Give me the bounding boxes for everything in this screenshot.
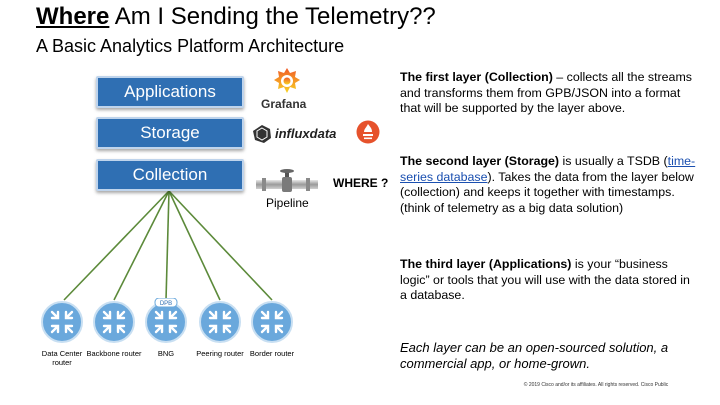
router-label: Data Center router bbox=[41, 349, 83, 367]
router-4 bbox=[197, 298, 243, 349]
page-title: Where Am I Sending the Telemetry?? bbox=[36, 4, 436, 30]
p1-heading: The first layer (Collection) bbox=[400, 70, 553, 84]
layer-options-note: Each layer can be an open-sourced soluti… bbox=[400, 340, 669, 371]
router-label: BNG bbox=[157, 349, 175, 358]
grafana-logo-icon bbox=[274, 68, 300, 93]
line-to-router-3 bbox=[165, 190, 170, 301]
pipeline-icon bbox=[256, 169, 318, 192]
line-to-router-4 bbox=[168, 190, 221, 301]
router-badge: DPB bbox=[160, 301, 172, 307]
p2-heading: The second layer (Storage) bbox=[400, 154, 560, 168]
router-label: Peering router bbox=[196, 349, 244, 358]
router-icon: DPB bbox=[145, 297, 187, 343]
line-to-router-5 bbox=[168, 190, 273, 301]
title-underlined-word: Where bbox=[36, 3, 110, 30]
router-icon bbox=[199, 301, 241, 343]
collection-layer: Collection bbox=[96, 159, 244, 191]
router-2 bbox=[91, 298, 137, 349]
router-label: Border router bbox=[249, 349, 295, 358]
router-label: Backbone router bbox=[86, 349, 142, 358]
router-icon bbox=[41, 301, 83, 343]
title-rest: Am I Sending the Telemetry?? bbox=[109, 3, 436, 30]
where-label: WHERE ? bbox=[330, 176, 392, 190]
line-to-router-1 bbox=[63, 190, 170, 301]
grafana-wordmark: Grafana bbox=[261, 97, 307, 111]
line-to-router-2 bbox=[113, 190, 170, 301]
copyright-notice: © 2019 Cisco and/or its affiliates. All … bbox=[523, 382, 669, 388]
collection-layer-description: The first layer (Collection) – collects … bbox=[400, 70, 700, 117]
router-5 bbox=[249, 298, 295, 349]
pipeline-label: Pipeline bbox=[266, 196, 309, 210]
influx-logo-icon bbox=[253, 125, 271, 143]
applications-layer: Applications bbox=[96, 76, 244, 108]
p1-text: – collects all the streams and transform… bbox=[400, 70, 692, 116]
prometheus-logo-icon bbox=[356, 120, 380, 144]
router-1 bbox=[39, 298, 85, 349]
p3-heading: The third layer (Applications) bbox=[400, 257, 572, 271]
router-3: DPB bbox=[143, 297, 189, 349]
router-icon bbox=[93, 301, 135, 343]
p3-text: is your “business logic” or tools that y… bbox=[400, 257, 690, 303]
page-subtitle: A Basic Analytics Platform Architecture bbox=[36, 36, 345, 56]
storage-layer: Storage bbox=[96, 117, 244, 149]
applications-layer-description: The third layer (Applications) is your “… bbox=[400, 257, 700, 304]
p2-text-a: is usually a TSDB ( bbox=[559, 154, 668, 168]
storage-layer-description: The second layer (Storage) is usually a … bbox=[400, 154, 700, 216]
p2-text-b: ). Takes the data from the layer below (… bbox=[400, 169, 694, 215]
influx-wordmark: influxdata bbox=[275, 126, 337, 141]
time-series-database-link[interactable]: time-series database bbox=[400, 154, 696, 184]
router-icon bbox=[251, 301, 293, 343]
